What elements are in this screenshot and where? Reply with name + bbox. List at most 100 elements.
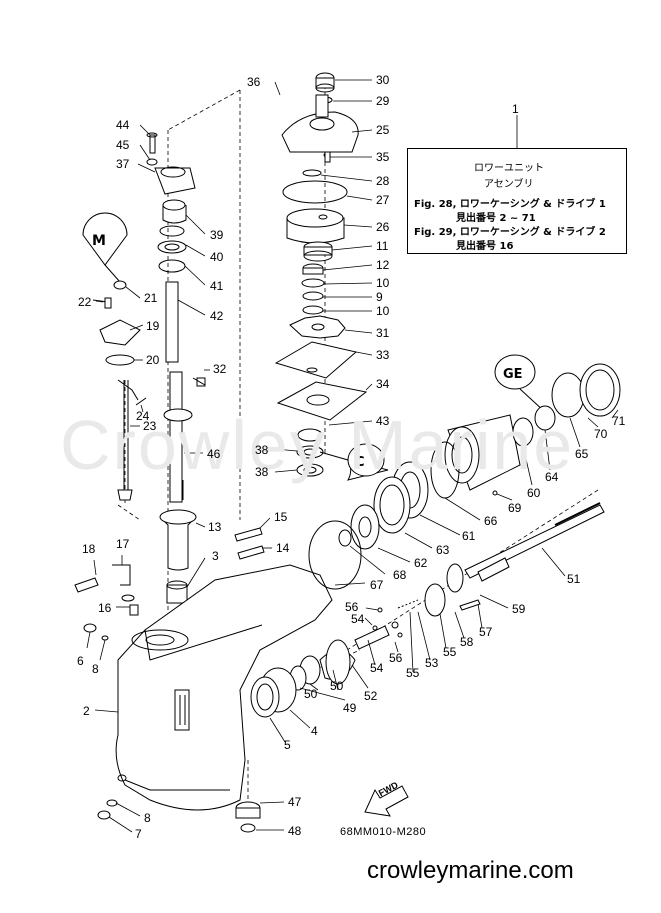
callout-71: 71 <box>612 414 626 428</box>
water-pump-assembly <box>274 72 368 477</box>
small-hardware-left <box>74 564 139 820</box>
callout-4: 4 <box>311 724 318 738</box>
site-url[interactable]: crowleymarine.com <box>367 857 574 884</box>
callout-69: 69 <box>508 501 522 515</box>
callout-44: 44 <box>116 118 130 132</box>
callout-14: 14 <box>276 541 290 555</box>
callout-18: 18 <box>82 542 96 556</box>
pinion-gear <box>235 801 261 833</box>
drawing-code: 68MM010-M280 <box>340 826 427 838</box>
callout-23: 23 <box>143 419 157 433</box>
callout-70: 70 <box>594 427 608 441</box>
info-ref-line2-sub: 見出番号 16 <box>456 241 514 252</box>
callout-38-upper: 38 <box>255 443 269 457</box>
callout-56-upper: 56 <box>345 600 359 614</box>
callout-35: 35 <box>376 150 390 164</box>
callout-41: 41 <box>210 279 224 293</box>
callout-30: 30 <box>376 73 390 87</box>
callout-60: 60 <box>527 486 541 500</box>
callout-36: 36 <box>247 75 261 89</box>
propeller-shaft-assembly <box>250 502 605 718</box>
callout-46: 46 <box>207 447 221 461</box>
callout-54-upper: 54 <box>351 612 365 626</box>
callout-58: 58 <box>460 635 474 649</box>
callout-42: 42 <box>210 309 224 323</box>
info-ref-line1-sub: 見出番号 2 ~ 71 <box>456 213 536 224</box>
callout-61: 61 <box>462 529 476 543</box>
svg-text:GE: GE <box>503 367 523 382</box>
callout-43: 43 <box>376 414 390 428</box>
info-title-line2: アセンブリ <box>484 179 534 190</box>
callout-51: 51 <box>567 572 581 586</box>
callout-26: 26 <box>376 220 390 234</box>
callout-49: 49 <box>343 701 357 715</box>
callout-47: 47 <box>288 795 302 809</box>
callout-38-lower: 38 <box>255 465 269 479</box>
callout-68: 68 <box>393 568 407 582</box>
callout-10-lower: 10 <box>376 304 390 318</box>
callout-52: 52 <box>364 689 378 703</box>
svg-text:C: C <box>355 455 365 470</box>
callout-15: 15 <box>274 510 288 524</box>
callout-66: 66 <box>484 514 498 528</box>
callout-34: 34 <box>376 377 390 391</box>
callout-62: 62 <box>414 556 428 570</box>
callout-40: 40 <box>210 250 224 264</box>
callout-7: 7 <box>135 827 142 841</box>
callout-20: 20 <box>146 353 160 367</box>
drive-shaft-assembly <box>146 132 265 604</box>
grease-icon: GE <box>494 354 546 413</box>
callout-9: 9 <box>376 290 383 304</box>
svg-text:M: M <box>92 233 106 249</box>
callout-50-right: 50 <box>330 679 344 693</box>
callout-10-upper: 10 <box>376 276 390 290</box>
callout-50-left: 50 <box>304 687 318 701</box>
callout-56-lower: 56 <box>389 651 403 665</box>
leader-lines <box>86 79 619 833</box>
callout-39: 39 <box>210 228 224 242</box>
info-title-line1: ロワーユニット <box>474 163 544 174</box>
callout-57: 57 <box>479 625 493 639</box>
callout-12: 12 <box>376 258 390 272</box>
sealant-icon-right: C <box>319 443 389 481</box>
callout-45: 45 <box>116 138 130 152</box>
callout-1: 1 <box>512 102 519 116</box>
callout-6: 6 <box>77 654 84 668</box>
callout-27: 27 <box>376 193 390 207</box>
callout-3: 3 <box>212 549 219 563</box>
callout-21: 21 <box>144 291 158 305</box>
callout-37: 37 <box>116 157 130 171</box>
callout-8-lower: 8 <box>144 811 151 825</box>
callout-13: 13 <box>208 520 222 534</box>
callout-22: 22 <box>78 295 92 309</box>
callout-5: 5 <box>284 738 291 752</box>
watermark-text: Crowley Marine <box>60 406 575 484</box>
callout-28: 28 <box>376 174 390 188</box>
info-ref-line1: Fig. 28, ロワーケーシング & ドライブ 1 <box>414 199 606 210</box>
callout-31: 31 <box>376 326 390 340</box>
shift-rod-assembly <box>92 280 206 501</box>
assembly-info-box: ロワーユニット アセンブリ Fig. 28, ロワーケーシング & ドライブ 1… <box>407 148 627 254</box>
callout-64: 64 <box>545 470 559 484</box>
callout-29: 29 <box>376 94 390 108</box>
callout-16: 16 <box>98 601 112 615</box>
callout-48: 48 <box>288 824 302 838</box>
info-ref-line2: Fig. 29, ロワーケーシング & ドライブ 2 <box>414 227 606 238</box>
callout-11: 11 <box>376 239 389 253</box>
sealant-icon-left: M <box>82 212 128 283</box>
callout-17: 17 <box>116 537 130 551</box>
callout-54-lower: 54 <box>370 661 384 675</box>
callout-59: 59 <box>512 602 526 616</box>
callout-67: 67 <box>370 578 384 592</box>
callout-32: 32 <box>213 362 227 376</box>
callout-2: 2 <box>83 704 90 718</box>
callout-53: 53 <box>425 656 439 670</box>
callout-65: 65 <box>575 447 589 461</box>
callout-8-upper: 8 <box>92 662 99 676</box>
callout-55-upper: 55 <box>443 645 457 659</box>
callout-33: 33 <box>376 348 390 362</box>
callout-25: 25 <box>376 123 390 137</box>
callout-19: 19 <box>146 319 160 333</box>
fwd-arrow-icon <box>364 785 409 817</box>
